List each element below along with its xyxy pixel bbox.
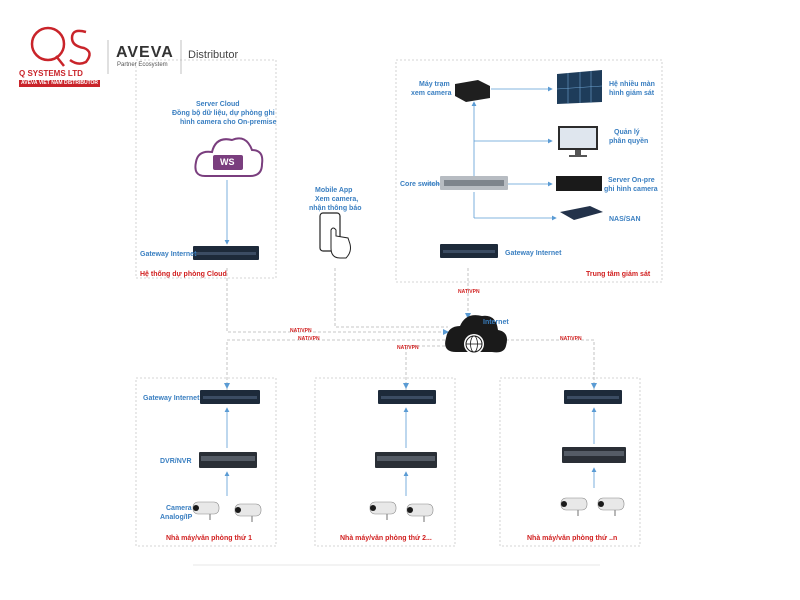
- management-label-2: phân quyền: [609, 138, 649, 145]
- management-monitor-icon: [558, 126, 598, 157]
- distributor-label: Distributor: [188, 49, 239, 61]
- workstation-label-1: Máy trạm: [419, 81, 450, 88]
- cloud-box-footer: Hệ thống dự phòng Cloud: [140, 271, 227, 278]
- nas-label: NAS/SAN: [609, 216, 641, 223]
- internet-label: Internet: [483, 319, 509, 326]
- core-switch-icon: [440, 176, 508, 190]
- server-cloud-desc-1: Đồng bộ dữ liệu, dự phòng ghi: [172, 110, 275, 117]
- nat-vpn-label-site1: NAT/VPN: [298, 336, 320, 342]
- site1-footer: Nhà máy/văn phòng thứ 1: [166, 535, 252, 542]
- recorder-icons: [199, 447, 626, 468]
- mobile-line-3: nhận thông báo: [309, 205, 362, 212]
- core-switch-label: Core switch: [400, 181, 440, 188]
- site2-box-border: [314, 377, 456, 547]
- site1-camera-label-2: Analog/IP: [160, 514, 193, 521]
- site1-recorder-label: DVR/NVR: [160, 458, 192, 465]
- internet-cloud-icon: [445, 315, 507, 354]
- video-wall-label-1: Hệ nhiều màn: [609, 81, 655, 88]
- workstation-label-2: xem camera: [411, 90, 452, 97]
- camera-icons: [192, 497, 625, 517]
- qs-logo-mark: [30, 26, 91, 67]
- server-onpre-label-2: ghi hình camera: [604, 186, 658, 193]
- site1-gateway-label: Gateway Internet: [143, 395, 200, 402]
- cloud-server-icon: [194, 137, 264, 177]
- monitor-box-footer: Trung tâm giám sát: [586, 271, 651, 278]
- site2-footer: Nhà máy/văn phòng thứ 2...: [340, 535, 432, 542]
- ws-badge: WS: [220, 157, 235, 167]
- nat-vpn-label-site2: NAT/VPN: [397, 345, 419, 351]
- monitor-gateway-label: Gateway Internet: [505, 250, 562, 257]
- server-cloud-title: Server Cloud: [196, 101, 240, 108]
- cloud-gateway-label: Gateway Internet: [140, 251, 197, 258]
- video-wall-icon: [556, 70, 603, 104]
- qs-company-name: Q SYSTEMS LTD: [19, 69, 83, 78]
- server-icon: [556, 176, 602, 191]
- site1-camera-label-1: Camera: [166, 505, 192, 512]
- video-wall-label-2: hình giám sát: [609, 90, 655, 97]
- nat-vpn-label-top: NAT/VPN: [458, 289, 480, 295]
- mobile-line-1: Mobile App: [315, 187, 353, 194]
- nat-vpn-label-cloud: NAT/VPN: [290, 328, 312, 334]
- server-cloud-desc-2: hình camera cho On-premise: [180, 119, 277, 126]
- management-label-1: Quản lý: [614, 129, 640, 136]
- nas-icon: [560, 206, 603, 220]
- site3-box-border: [499, 377, 641, 547]
- aveva-subtitle: Partner Ecosystem: [117, 62, 168, 68]
- mobile-phone-icon: [319, 212, 351, 259]
- site3-footer: Nhà máy/văn phòng thứ ..n: [527, 535, 618, 542]
- site1-box-border: [135, 377, 277, 547]
- gateway-device-icons: [193, 244, 622, 404]
- monitor-box-border: [395, 59, 663, 283]
- cloud-box-border: [135, 59, 277, 279]
- server-onpre-label-1: Server On-pre: [608, 177, 655, 184]
- qs-tagline: AVEVA VIET NAM DISTRIBUTOR: [19, 80, 101, 87]
- nat-vpn-label-site3: NAT/VPN: [560, 336, 582, 342]
- mobile-line-2: Xem camera,: [315, 196, 359, 203]
- workstation-icon: [455, 80, 490, 102]
- aveva-logo: AVEVA: [116, 44, 174, 61]
